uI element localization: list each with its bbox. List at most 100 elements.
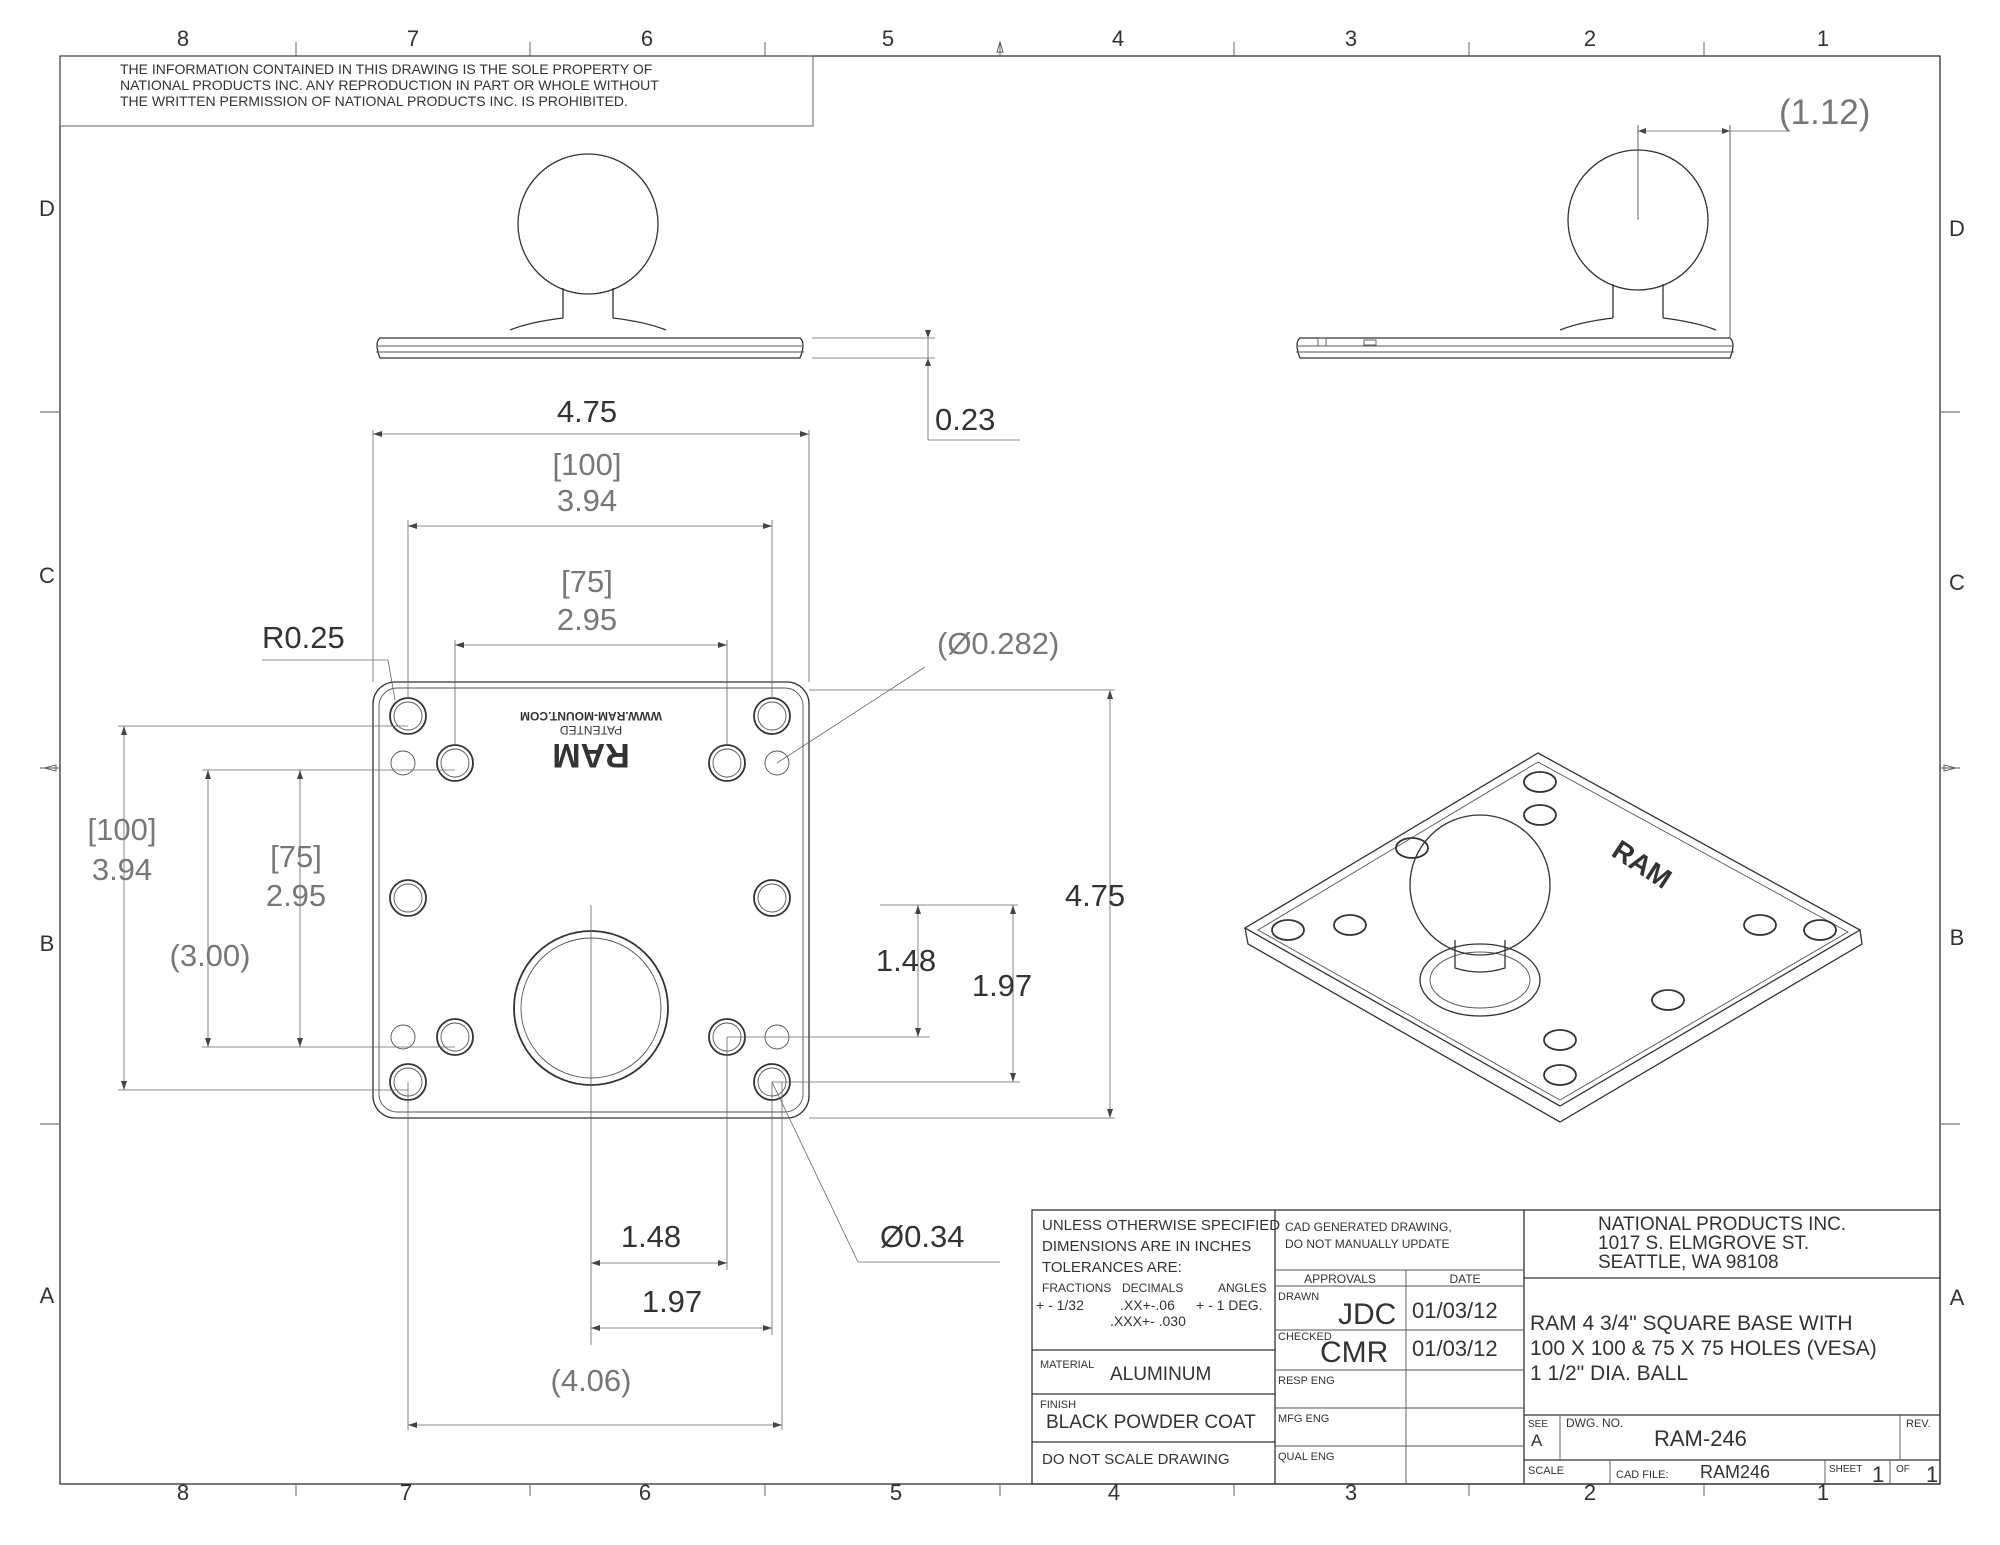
scale-label: SCALE	[1528, 1465, 1564, 1477]
drawn-date: 01/03/12	[1412, 1298, 1498, 1323]
zone-row-b: B	[40, 931, 55, 956]
zone-col-8: 8	[177, 26, 189, 51]
zone-col-4-bottom: 4	[1108, 1480, 1120, 1505]
zone-col-3-bottom: 3	[1345, 1480, 1357, 1505]
zone-row-c: C	[39, 563, 55, 588]
zone-col-6: 6	[641, 26, 653, 51]
drawing-border	[40, 40, 1960, 1496]
title-line-1: RAM 4 3/4" SQUARE BASE WITH	[1530, 1312, 1853, 1335]
zone-col-2-bottom: 2	[1584, 1480, 1596, 1505]
dim-plate-thickness: 0.23	[935, 402, 995, 437]
tolerance-line-1: UNLESS OTHERWISE SPECIFIED	[1042, 1217, 1280, 1234]
material-value: ALUMINUM	[1110, 1364, 1211, 1385]
dim-left-ref-300: (3.00)	[170, 938, 251, 973]
material-label: MATERIAL	[1040, 1359, 1094, 1371]
dim-width-vesa100-mm: [100]	[553, 447, 622, 482]
qual-eng-label: QUAL ENG	[1278, 1451, 1334, 1463]
date-label: DATE	[1449, 1272, 1480, 1286]
zone-col-8-bottom: 8	[177, 1480, 189, 1505]
dim-bottom-ref-406: (4.06)	[551, 1363, 632, 1398]
dim-right-197: 1.97	[972, 968, 1032, 1003]
zone-row-a: A	[40, 1283, 55, 1308]
sheet-value: 1	[1872, 1462, 1884, 1487]
decimals-xxx: .XXX+- .030	[1110, 1313, 1186, 1329]
side-elevation-view	[1296, 125, 1790, 359]
dim-width-vesa75-in: 2.95	[557, 602, 617, 637]
drawn-by: JDC	[1338, 1298, 1396, 1331]
zone-row-d-right: D	[1949, 216, 1965, 241]
finish-label: FINISH	[1040, 1399, 1076, 1411]
plan-dimensions	[118, 430, 1115, 1430]
company-line-1: NATIONAL PRODUCTS INC.	[1598, 1214, 1846, 1235]
zone-labels: 8 7 6 5 4 3 2 1 8 7 6 5 4 3 2 1 D C B A …	[39, 26, 1965, 1505]
dim-width-vesa100-in: 3.94	[557, 483, 617, 518]
zone-col-2: 2	[1584, 26, 1596, 51]
see-label: SEE	[1528, 1419, 1548, 1430]
zone-col-5: 5	[882, 26, 894, 51]
zone-col-6-bottom: 6	[639, 1480, 651, 1505]
dim-height: 4.75	[1065, 878, 1125, 913]
mfg-eng-label: MFG ENG	[1278, 1413, 1329, 1425]
dim-width-vesa75-mm: [75]	[561, 564, 613, 599]
title-block-text: UNLESS OTHERWISE SPECIFIED DIMENSIONS AR…	[1036, 1214, 1938, 1487]
engraving-brand: RAM	[552, 736, 629, 774]
title-line-3: 1 1/2" DIA. BALL	[1530, 1362, 1688, 1385]
title-block	[1031, 1209, 1941, 1485]
see-value: A	[1531, 1431, 1543, 1450]
dim-left-vesa75-in: 2.95	[266, 878, 326, 913]
engraving: RAM PATENTED WWW.RAM-MOUNT.COM	[520, 709, 662, 774]
zone-col-5-bottom: 5	[890, 1480, 902, 1505]
decimals-xx: .XX+-.06	[1120, 1297, 1175, 1313]
dim-width: 4.75	[557, 394, 617, 429]
zone-row-c-right: C	[1949, 570, 1965, 595]
cad-file-value: RAM246	[1700, 1462, 1770, 1482]
engraving-patented: PATENTED	[560, 723, 623, 737]
dim-right-148: 1.48	[876, 943, 936, 978]
zone-col-1-bottom: 1	[1817, 1480, 1829, 1505]
notice-line-3: THE WRITTEN PERMISSION OF NATIONAL PRODU…	[120, 93, 628, 109]
cad-file-label: CAD FILE:	[1616, 1469, 1669, 1481]
dim-left-vesa100-mm: [100]	[88, 812, 157, 847]
dim-side-offset-ref: (1.12)	[1779, 93, 1870, 132]
drawn-label: DRAWN	[1278, 1291, 1319, 1303]
rev-label: REV.	[1906, 1418, 1931, 1430]
angles-value: + - 1 DEG.	[1196, 1297, 1263, 1313]
zone-col-7-bottom: 7	[400, 1480, 412, 1505]
zone-col-4: 4	[1112, 26, 1124, 51]
plan-view: RAM PATENTED WWW.RAM-MOUNT.COM	[372, 681, 810, 1345]
dim-large-hole-dia: Ø0.34	[880, 1219, 964, 1254]
angles-label: ANGLES	[1218, 1281, 1267, 1295]
notice-line-2: NATIONAL PRODUCTS INC. ANY REPRODUCTION …	[120, 77, 659, 93]
company-line-3: SEATTLE, WA 98108	[1598, 1252, 1779, 1273]
decimals-label: DECIMALS	[1122, 1281, 1183, 1295]
zone-row-b-right: B	[1950, 925, 1965, 950]
dim-left-vesa100-in: 3.94	[92, 852, 152, 887]
front-elevation-view	[376, 153, 1020, 441]
zone-row-d: D	[39, 196, 55, 221]
notice-line-1: THE INFORMATION CONTAINED IN THIS DRAWIN…	[120, 61, 652, 77]
cad-note-line-2: DO NOT MANUALLY UPDATE	[1285, 1237, 1449, 1251]
sheet-label: SHEET	[1829, 1464, 1862, 1475]
approvals-label: APPROVALS	[1304, 1272, 1376, 1286]
dim-corner-radius: R0.25	[262, 620, 345, 655]
dim-small-hole-ref: (Ø0.282)	[937, 626, 1059, 661]
iso-engraving-brand: RAM	[1607, 834, 1677, 895]
no-scale-note: DO NOT SCALE DRAWING	[1042, 1451, 1230, 1468]
dwg-no-value: RAM-246	[1654, 1426, 1747, 1451]
company-line-2: 1017 S. ELMGROVE ST.	[1598, 1233, 1809, 1254]
tolerance-line-3: TOLERANCES ARE:	[1042, 1259, 1182, 1276]
tolerance-line-2: DIMENSIONS ARE IN INCHES	[1042, 1238, 1251, 1255]
dim-bottom-148: 1.48	[621, 1219, 681, 1254]
isometric-view: RAM	[1243, 752, 1863, 1123]
zone-col-3: 3	[1345, 26, 1357, 51]
dim-left-vesa75-mm: [75]	[270, 839, 322, 874]
proprietary-notice: THE INFORMATION CONTAINED IN THIS DRAWIN…	[59, 55, 814, 127]
dimension-labels: (1.12) 0.23 4.75 [100] 3.94 [75] 2.95 R0…	[88, 93, 1871, 1398]
cad-note-line-1: CAD GENERATED DRAWING,	[1285, 1220, 1452, 1234]
finish-value: BLACK POWDER COAT	[1046, 1412, 1256, 1433]
of-label: OF	[1896, 1464, 1910, 1475]
fractions-label: FRACTIONS	[1042, 1281, 1111, 1295]
resp-eng-label: RESP ENG	[1278, 1375, 1335, 1387]
of-value: 1	[1926, 1462, 1938, 1487]
